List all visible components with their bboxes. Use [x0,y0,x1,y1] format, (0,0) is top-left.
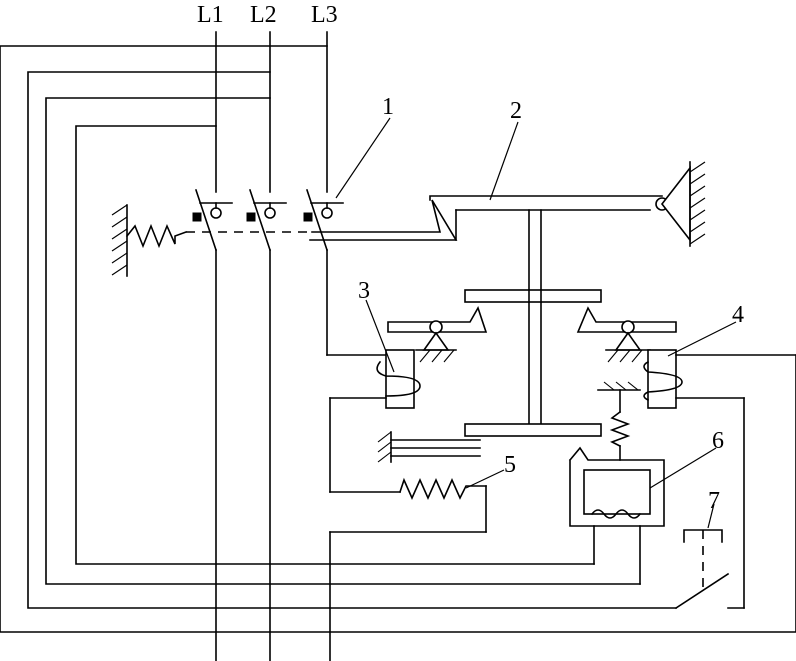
main-contacts [192,188,329,252]
trip-bar [464,209,602,437]
callout-5: 5 [504,452,516,478]
undervoltage-release-coil [643,349,796,609]
shunt-release [568,381,665,585]
phase-label-l3: L3 [311,2,338,28]
callout-1: 1 [382,94,394,120]
overcurrent-release-coil [326,349,421,493]
callout-3: 3 [358,278,370,304]
pushbutton [674,529,730,610]
phase-label-l2: L2 [250,2,277,28]
phase-lines-upper [215,31,328,193]
terminal-circles [199,202,344,219]
control-wiring [0,45,796,633]
trip-lever [309,161,706,247]
right-armature-lever [576,306,677,363]
callout-leaders [335,117,737,529]
callout-4: 4 [732,302,744,328]
left-armature-lever [387,306,488,363]
thermal-element [329,431,487,661]
phase-lines-lower [215,249,328,661]
callout-6: 6 [712,428,724,454]
callout-2: 2 [510,98,522,124]
callout-7: 7 [708,488,720,514]
phase-label-l1: L1 [197,2,224,28]
opening-spring [111,204,188,277]
